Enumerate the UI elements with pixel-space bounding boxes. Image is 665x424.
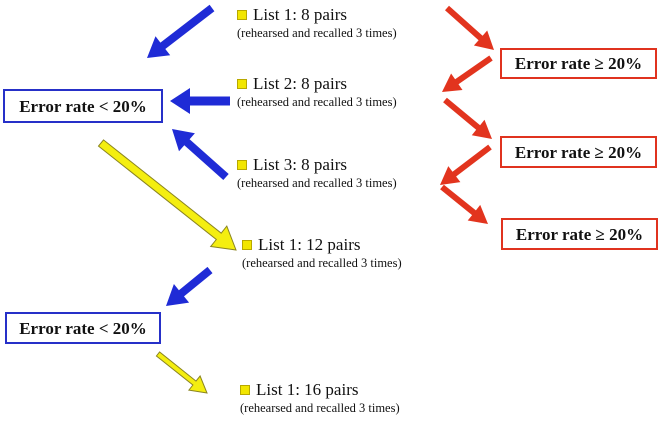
list-note: (rehearsed and recalled 3 times) xyxy=(242,256,402,270)
bullet-icon xyxy=(240,385,250,395)
list-note: (rehearsed and recalled 3 times) xyxy=(237,176,397,190)
bullet-icon xyxy=(237,79,247,89)
red-arrow-icon xyxy=(445,5,494,51)
list-item-list1-16: List 1: 16 pairs (rehearsed and recalled… xyxy=(240,380,400,416)
red-arrow-icon xyxy=(440,184,488,224)
blue-arrow-icon xyxy=(147,4,215,59)
red-arrow-icon xyxy=(442,55,493,92)
error-rate-high-box: Error rate ≥ 20% xyxy=(500,48,657,79)
list-title: List 1: 12 pairs xyxy=(258,235,361,254)
blue-arrow-icon xyxy=(166,266,213,306)
error-rate-high-box: Error rate ≥ 20% xyxy=(500,136,657,168)
list-title: List 1: 8 pairs xyxy=(253,5,347,24)
list-title: List 2: 8 pairs xyxy=(253,74,347,93)
bullet-icon xyxy=(237,160,247,170)
list-item-list3-8: List 3: 8 pairs (rehearsed and recalled … xyxy=(237,155,397,191)
yellow-arrow-icon xyxy=(97,139,237,251)
error-rate-low-box: Error rate < 20% xyxy=(3,89,163,123)
list-title: List 1: 16 pairs xyxy=(256,380,359,399)
list-note: (rehearsed and recalled 3 times) xyxy=(237,95,397,109)
error-rate-low-box: Error rate < 20% xyxy=(5,312,161,344)
list-title: List 3: 8 pairs xyxy=(253,155,347,174)
blue-arrow-icon xyxy=(172,129,229,180)
list-item-list1-8: List 1: 8 pairs (rehearsed and recalled … xyxy=(237,5,397,41)
list-item-list1-12: List 1: 12 pairs (rehearsed and recalled… xyxy=(242,235,402,271)
blue-arrow-icon xyxy=(170,88,230,114)
bullet-icon xyxy=(242,240,252,250)
red-arrow-icon xyxy=(443,97,492,139)
yellow-arrow-icon xyxy=(155,351,208,394)
red-arrow-icon xyxy=(440,144,492,185)
list-note: (rehearsed and recalled 3 times) xyxy=(240,401,400,415)
list-item-list2-8: List 2: 8 pairs (rehearsed and recalled … xyxy=(237,74,397,110)
list-note: (rehearsed and recalled 3 times) xyxy=(237,26,397,40)
bullet-icon xyxy=(237,10,247,20)
error-rate-high-box: Error rate ≥ 20% xyxy=(501,218,658,250)
